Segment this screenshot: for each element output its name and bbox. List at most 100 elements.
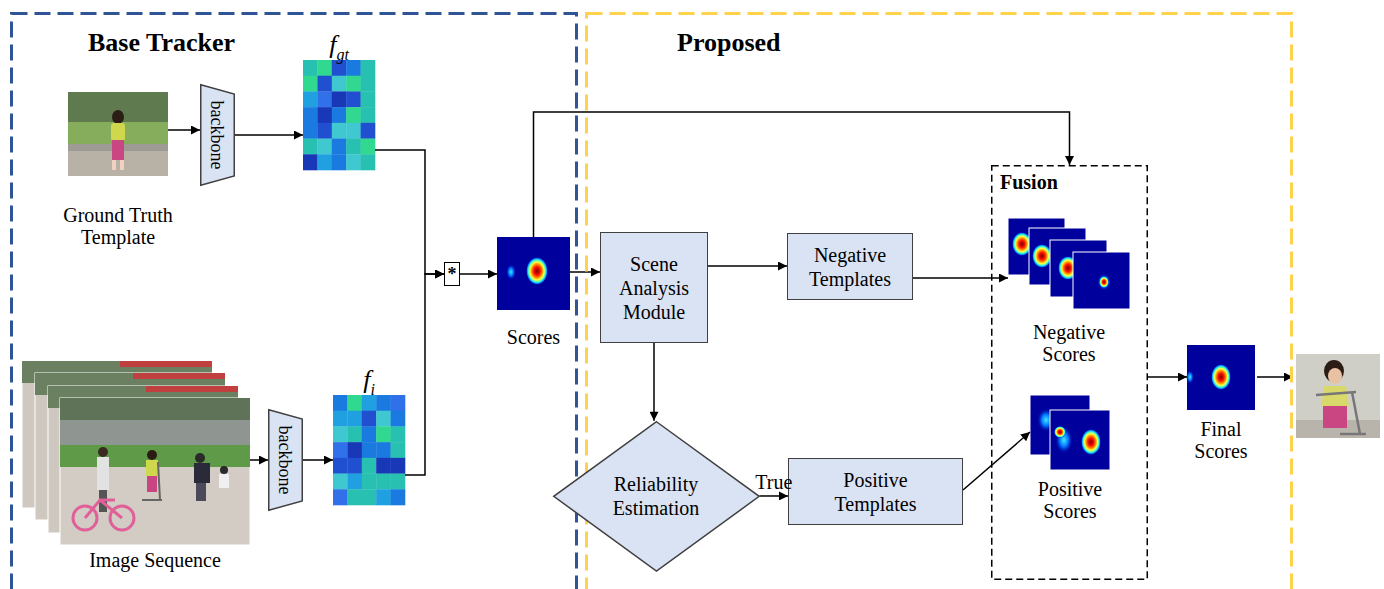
output-photo (1316, 392, 1366, 434)
image-sequence-stack (219, 474, 229, 488)
node-label: * (448, 265, 457, 283)
image-panel: Scores (497, 237, 570, 310)
feature-map-cells (391, 474, 406, 490)
process-box: Negative Templates (787, 233, 913, 300)
final-score-heatmap (1186, 370, 1194, 384)
image-panel: Negative Scores (1008, 218, 1130, 309)
positive-score-maps (1055, 426, 1073, 454)
node-label: Final Scores (1181, 418, 1261, 462)
image-sequence-stack (147, 476, 157, 492)
node-label: Scores (484, 326, 584, 348)
image-sequence-stack (142, 462, 162, 500)
arrow-connector (168, 129, 200, 131)
positive-score-maps (1081, 429, 1101, 455)
feature-map-cells (333, 395, 348, 411)
feature-map-cells (317, 107, 332, 123)
image-sequence-stack (194, 463, 210, 483)
symbol-label: fgt (303, 32, 375, 58)
arrow-connector (534, 112, 1070, 237)
node-label: f (363, 365, 370, 394)
feature-map-cells (333, 411, 348, 427)
feature-map-cells (391, 442, 406, 458)
arrow-connector (1148, 376, 1187, 378)
arrow-connector (460, 273, 497, 275)
region-outline (12, 14, 577, 589)
text-holder: * (445, 263, 459, 285)
final-score-heatmap (1187, 345, 1255, 410)
node-label: backbone (277, 426, 295, 495)
feature-map-cells (391, 395, 406, 411)
feature-map-cells (346, 107, 361, 123)
output-photo (1323, 406, 1347, 428)
image-panel: Ground Truth Template (68, 92, 168, 176)
feature-map-cells (332, 107, 347, 123)
feature-map-cells (361, 107, 376, 123)
feature-map-cells (362, 442, 377, 458)
feature-map-cells (391, 458, 406, 474)
arrow-connector (759, 495, 788, 497)
image-sequence-stack (146, 386, 238, 392)
feature-map: fi (333, 395, 405, 505)
feature-map-cells (362, 411, 377, 427)
feature-map-cells (303, 123, 318, 139)
edge-label: True (755, 471, 792, 493)
arrow-connector (708, 265, 787, 267)
feature-map-cells (362, 489, 377, 505)
feature-map-cells (391, 426, 406, 442)
feature-map-cells (346, 154, 361, 170)
image-panel: Image Sequence (60, 398, 250, 545)
backbone-trapezoid: backbone (200, 84, 235, 186)
feature-map-cells (317, 60, 332, 76)
process-box: Positive Templates (788, 458, 963, 525)
feature-map-cells (332, 123, 347, 139)
feature-map-cells (361, 154, 376, 170)
node-label: Fusion (1000, 171, 1058, 194)
feature-map-cells (376, 411, 391, 427)
template-photo (112, 140, 124, 160)
image-sequence-stack (22, 361, 250, 545)
image-sequence-stack (97, 457, 109, 490)
feature-map-cells (347, 426, 362, 442)
feature-map-cells (376, 489, 391, 505)
arrow-connector (405, 274, 444, 475)
score-heatmap (497, 237, 570, 310)
feature-map-cells (333, 426, 348, 442)
node-label: Positive Templates (821, 468, 931, 516)
feature-map-cells (376, 442, 391, 458)
group-outline (992, 166, 1148, 580)
feature-map-cells (376, 474, 391, 490)
feature-map-cells (376, 458, 391, 474)
output-photo (1296, 354, 1380, 438)
feature-map-cells (332, 91, 347, 107)
feature-map-cells (317, 123, 332, 139)
feature-map-cells (362, 426, 377, 442)
feature-map-cells (391, 411, 406, 427)
region-outline (587, 14, 1292, 589)
feature-map-cells (303, 60, 405, 505)
feature-map-cells (361, 123, 376, 139)
feature-map-cells (332, 154, 347, 170)
output-arrow (1257, 376, 1293, 378)
image-sequence-stack (98, 447, 108, 457)
template-photo (68, 92, 168, 176)
final-score-heatmap (1211, 364, 1231, 390)
template-photo (112, 110, 124, 124)
feature-map-cells (346, 123, 361, 139)
feature-map-cells (303, 76, 318, 92)
score-heatmap (497, 237, 570, 310)
node-label: Positive Scores (1015, 478, 1125, 522)
image-sequence-stack (60, 398, 250, 545)
text-holder: Negative Templates (788, 234, 912, 299)
negative-score-maps (1008, 218, 1130, 309)
image-panel: Positive Scores (1030, 395, 1110, 470)
feature-map-cells (347, 395, 362, 411)
feature-map-cells (333, 442, 348, 458)
trapezoid-outline (201, 85, 235, 186)
process-box: Scene Analysis Module (600, 232, 708, 343)
feature-map-cells (347, 442, 362, 458)
feature-map-cells (362, 458, 377, 474)
positive-score-maps (1030, 395, 1110, 470)
feature-map-cells (303, 107, 318, 123)
